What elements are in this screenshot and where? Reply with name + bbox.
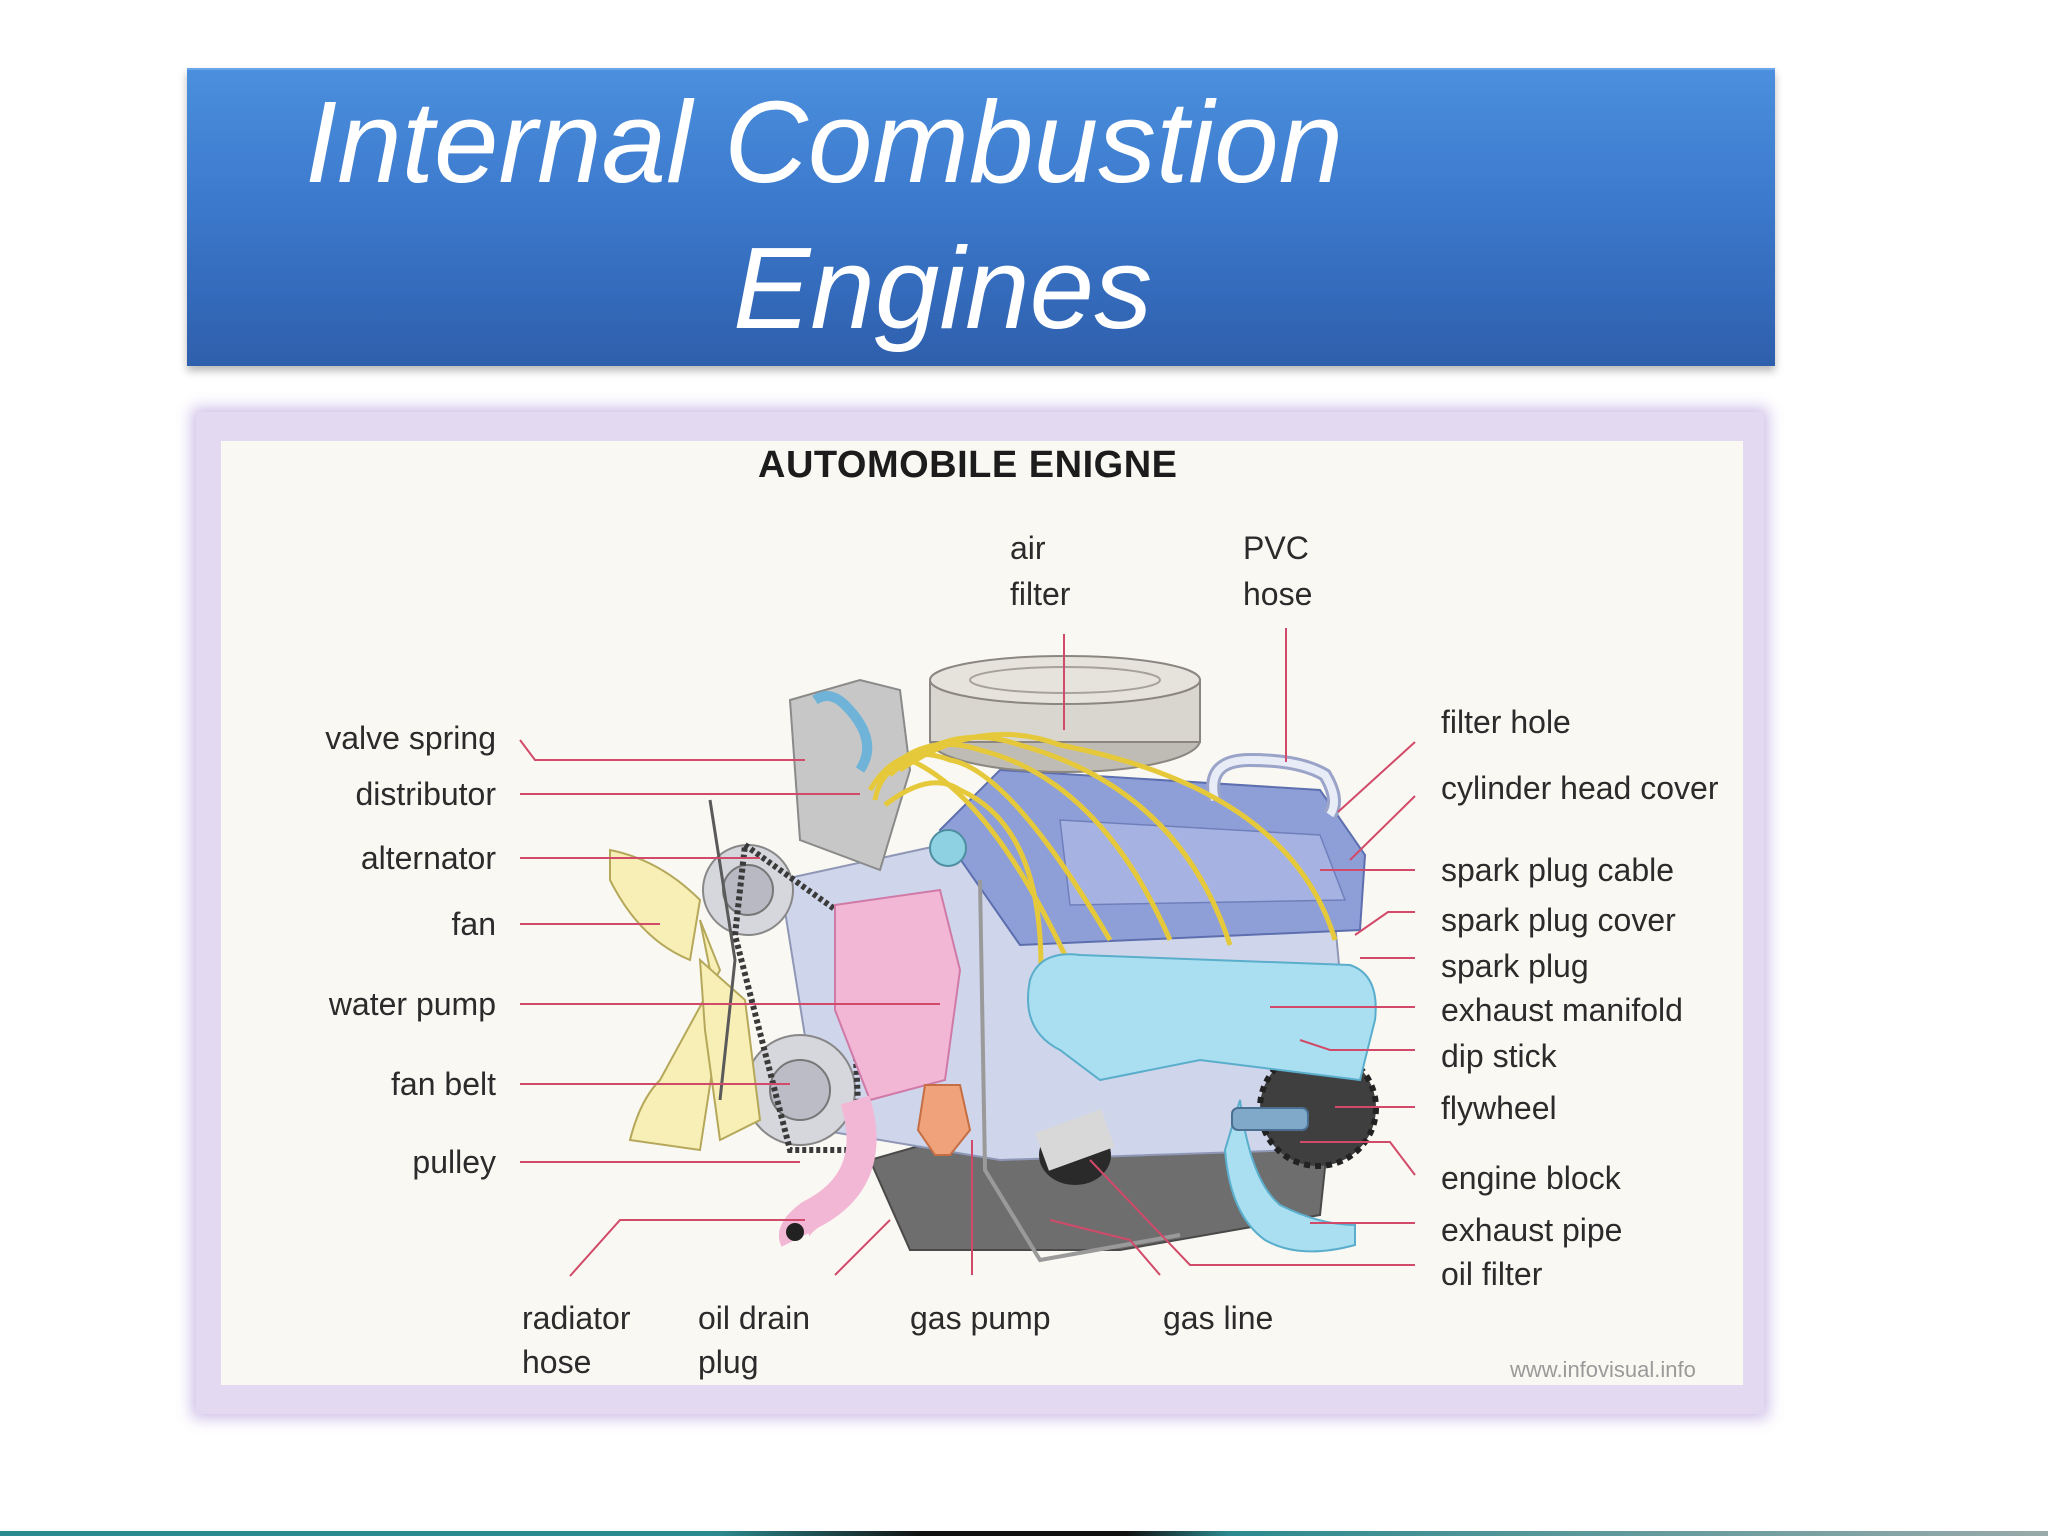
exhaust-pipe <box>1223 1099 1356 1253</box>
label-dip-stick: dip stick <box>1441 1038 1557 1074</box>
label-fan-belt: fan belt <box>391 1066 496 1102</box>
label-filter-hole: filter hole <box>1441 704 1571 740</box>
label-pvc-hose-line1: PVC <box>1243 530 1309 566</box>
label-gas-pump: gas pump <box>910 1300 1051 1336</box>
water-pump <box>834 888 962 1102</box>
label-pvc-hose-line2: hose <box>1243 576 1313 612</box>
label-distributor: distributor <box>355 776 497 812</box>
source-credit: www.infovisual.info <box>1510 1357 1696 1382</box>
label-spark-plug: spark plug <box>1441 948 1589 984</box>
label-gas-line: gas line <box>1163 1300 1274 1336</box>
label-engine-block: engine block <box>1441 1160 1621 1196</box>
label-radiator-hose-line2: hose <box>522 1344 592 1380</box>
exhaust-manifold <box>1027 953 1377 1082</box>
slide-title-line1: Internal Combustion <box>305 77 1344 207</box>
label-spark-plug-cable: spark plug cable <box>1441 852 1675 888</box>
bottom-accent-bar <box>0 1531 2048 1536</box>
label-spark-plug-cover: spark plug cover <box>1441 902 1676 938</box>
label-exhaust-pipe: exhaust pipe <box>1441 1212 1623 1248</box>
gas-line <box>978 879 1181 1263</box>
spark-plug-cables <box>867 731 1338 1001</box>
title-banner <box>187 68 1775 366</box>
label-valve-spring: valve spring <box>325 720 496 756</box>
label-oil-drain-plug-line1: oil drain <box>698 1300 811 1336</box>
label-oil-filter: oil filter <box>1441 1256 1543 1292</box>
gas-pump <box>916 1084 972 1156</box>
slide-title-line2: Engines <box>733 223 1153 353</box>
label-water-pump: water pump <box>328 986 496 1022</box>
label-fan: fan <box>451 906 496 942</box>
label-flywheel: flywheel <box>1441 1090 1557 1126</box>
label-oil-drain-plug-line2: plug <box>698 1344 759 1380</box>
label-radiator-hose-line1: radiator <box>522 1300 631 1336</box>
diagram-title: AUTOMOBILE ENIGNE <box>758 444 1178 486</box>
fan-belt <box>731 839 864 1153</box>
label-pulley: pulley <box>412 1144 496 1180</box>
leader-lines <box>519 628 1416 1277</box>
label-air-filter-line1: air <box>1010 530 1046 566</box>
label-exhaust-manifold: exhaust manifold <box>1441 992 1683 1028</box>
valve-housing <box>788 678 912 872</box>
label-alternator: alternator <box>360 840 496 876</box>
label-cylinder-head-cover: cylinder head cover <box>1441 770 1719 806</box>
distributor-cap <box>929 829 967 867</box>
label-air-filter-line2: filter <box>1010 576 1071 612</box>
